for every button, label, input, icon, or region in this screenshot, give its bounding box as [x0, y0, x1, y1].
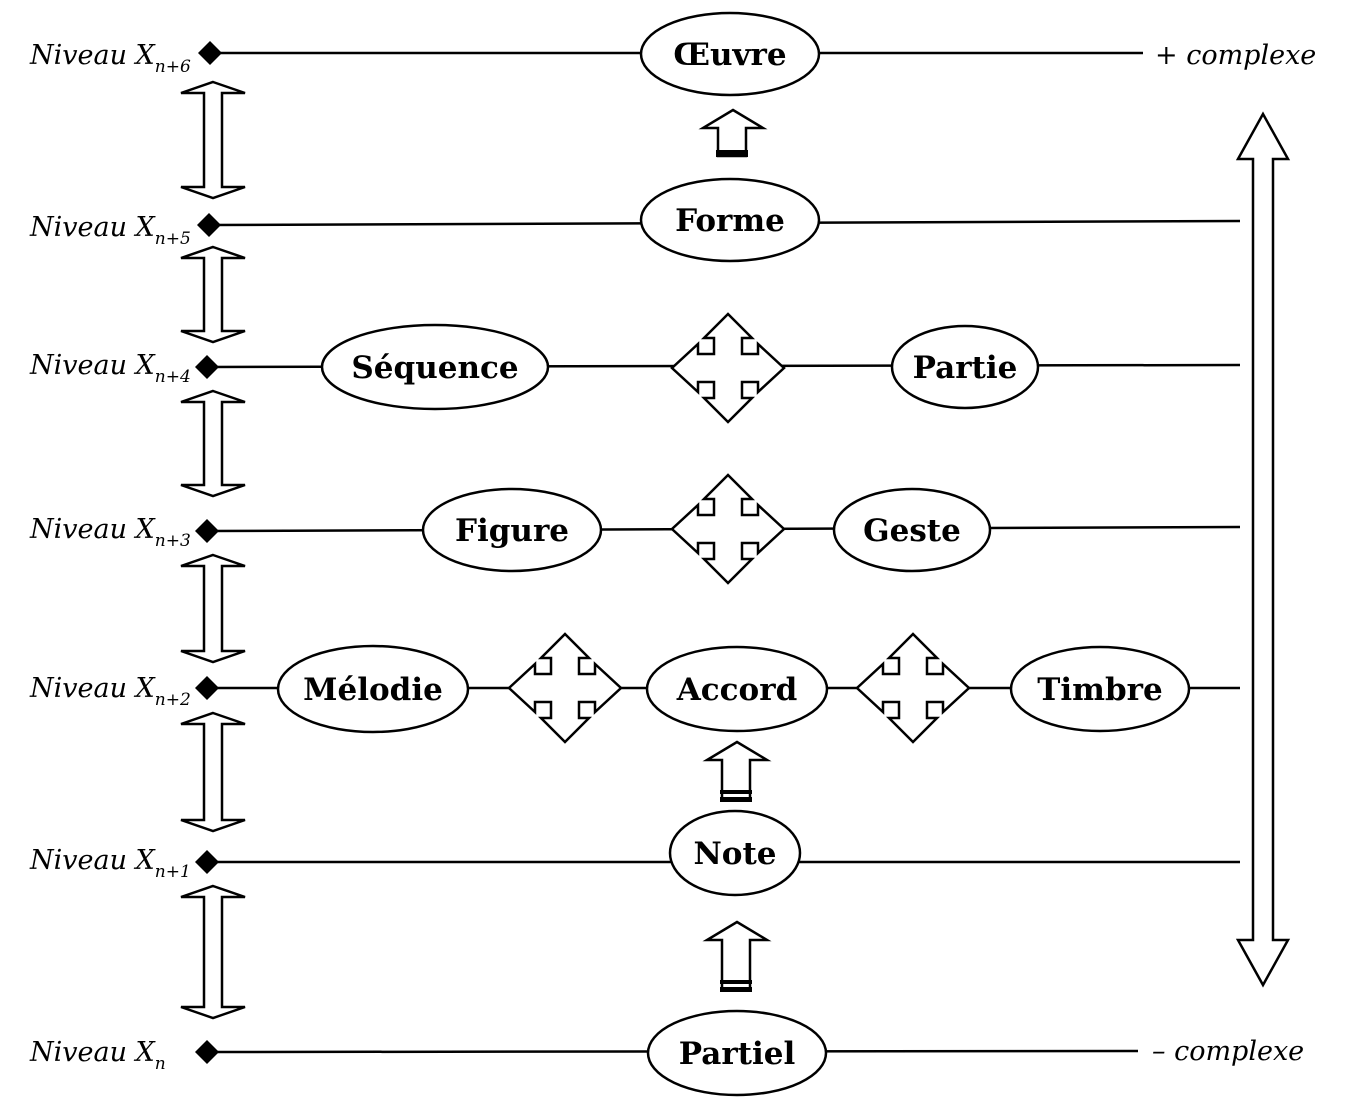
node-partie: Partie — [890, 324, 1040, 410]
node-sequence: Séquence — [320, 323, 550, 411]
node-timbre: Timbre — [1009, 645, 1191, 733]
svg-text:Mélodie: Mélodie — [303, 672, 443, 708]
svg-text:Figure: Figure — [455, 513, 569, 549]
complexity-double-arrow — [1235, 111, 1291, 988]
level-label-n0: Niveau Xn — [29, 1037, 166, 1074]
node-partiel: Partiel — [646, 1009, 828, 1097]
double-arrow-left-3 — [180, 389, 246, 498]
cross-arrow-accord-timbre — [855, 632, 971, 744]
double-arrow-left-1 — [180, 80, 246, 200]
svg-text:Timbre: Timbre — [1037, 672, 1162, 708]
scale-label-top: + complexe — [1155, 40, 1316, 71]
level-label-n4: Niveau Xn+4 — [29, 350, 191, 387]
cross-arrow-figure-geste — [670, 473, 786, 585]
node-note: Note — [668, 809, 802, 897]
level-diamond-n6 — [198, 41, 222, 65]
node-forme: Forme — [639, 177, 821, 263]
double-arrow-left-5 — [180, 711, 246, 833]
double-arrow-left-6 — [180, 884, 246, 1020]
level-label-n3: Niveau Xn+3 — [29, 514, 191, 551]
up-arrow-forme-to-oeuvre — [698, 108, 768, 158]
level-diamond-n0 — [195, 1040, 219, 1064]
level-diamond-n5 — [197, 213, 221, 237]
up-arrow-partiel-to-note — [702, 920, 772, 992]
cross-arrow-melodie-accord — [507, 632, 623, 744]
level-diamond-n4 — [195, 355, 219, 379]
double-arrow-left-4 — [180, 553, 246, 664]
up-arrow-note-to-accord — [702, 740, 772, 802]
svg-text:Forme: Forme — [675, 203, 785, 239]
node-geste: Geste — [832, 487, 992, 573]
svg-text:Geste: Geste — [863, 513, 961, 549]
level-diamond-n3 — [195, 519, 219, 543]
svg-text:Séquence: Séquence — [351, 350, 518, 386]
svg-text:Accord: Accord — [676, 672, 798, 708]
svg-text:Partiel: Partiel — [679, 1036, 796, 1072]
level-label-n1: Niveau Xn+1 — [29, 845, 191, 882]
double-arrow-left-2 — [180, 245, 246, 344]
node-oeuvre: Œuvre — [639, 11, 821, 97]
level-label-n5: Niveau Xn+5 — [29, 212, 191, 249]
level-diamond-n1 — [195, 850, 219, 874]
svg-text:Note: Note — [693, 836, 776, 872]
level-label-n2: Niveau Xn+2 — [29, 673, 191, 710]
node-figure: Figure — [421, 487, 603, 573]
level-label-n6: Niveau Xn+6 — [29, 40, 191, 77]
svg-text:Partie: Partie — [913, 350, 1018, 386]
level-diamond-n2 — [195, 676, 219, 700]
cross-arrow-sequence-partie — [670, 312, 786, 424]
svg-text:Œuvre: Œuvre — [673, 37, 786, 73]
node-melodie: Mélodie — [276, 644, 470, 734]
scale-label-bottom: – complexe — [1152, 1036, 1304, 1067]
node-accord: Accord — [645, 645, 829, 733]
